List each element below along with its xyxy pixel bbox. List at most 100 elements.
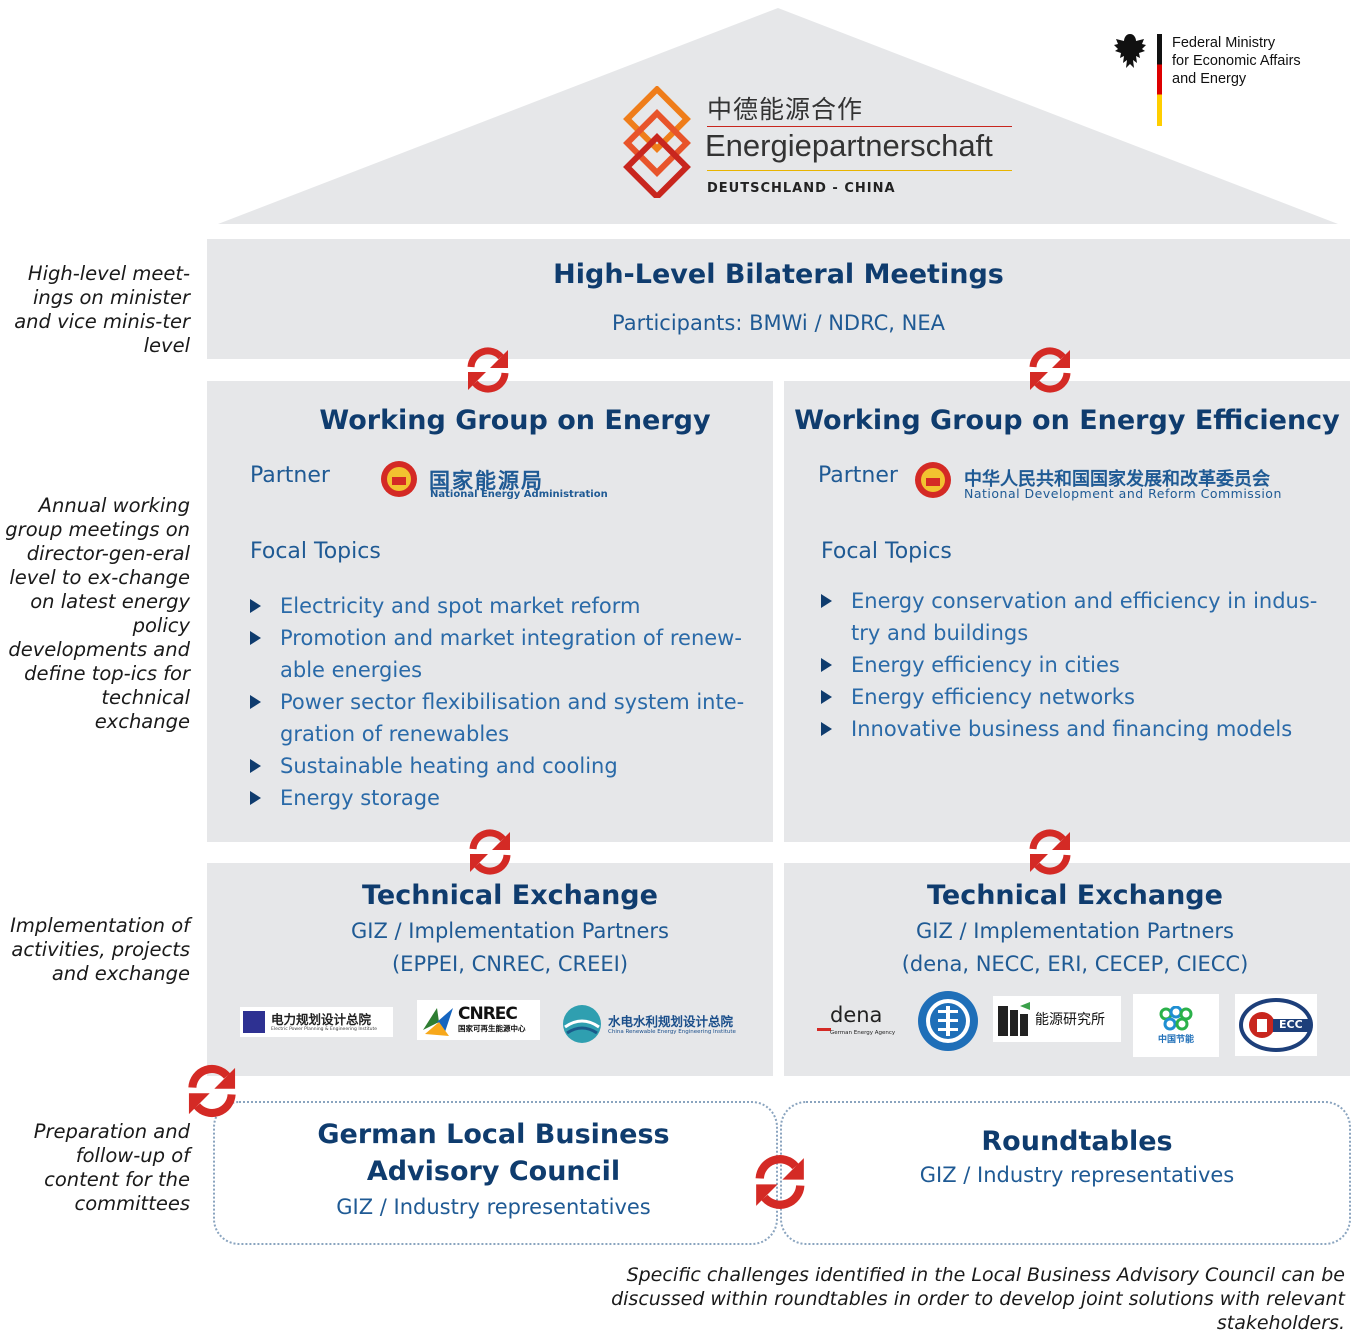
creei-chinese: 水电水利规划设计总院 xyxy=(608,1013,734,1029)
topic-item: Sustainable heating and cooling xyxy=(248,750,763,782)
bullet-triangle-icon xyxy=(821,690,832,704)
topic-text: Innovative business and financing models xyxy=(851,717,1293,741)
topic-item: Innovative business and financing models xyxy=(819,713,1339,745)
eri-logo: 能源研究所 xyxy=(993,996,1121,1042)
federal-ministry-logo: Federal Ministry for Economic Affairs an… xyxy=(1112,32,1352,128)
ndrc-chinese-name: 中华人民共和国国家发展和改革委员会 xyxy=(964,469,1270,490)
tech-right-title: Technical Exchange xyxy=(927,880,1223,911)
topic-item: Energy storage xyxy=(248,782,763,814)
topic-text: Power sector flexibilisation and system … xyxy=(280,690,745,746)
side-note-implementation: Implementation of activities, projects a… xyxy=(10,914,190,985)
advisory-title-line1: German Local Business xyxy=(317,1119,670,1150)
cycle-arrows-icon xyxy=(182,1061,242,1121)
bullet-triangle-icon xyxy=(821,722,832,736)
creei-english: China Renewable Energy Engineering Insti… xyxy=(608,1028,736,1035)
tech-exchange-right-panel: Technical Exchange GIZ / Implementation … xyxy=(784,863,1350,1076)
creei-logo: 水电水利规划设计总院 China Renewable Energy Engine… xyxy=(561,1002,761,1046)
wg-efficiency-partner-label: Partner xyxy=(818,463,898,488)
tech-left-title: Technical Exchange xyxy=(362,880,658,911)
advisory-sub: GIZ / Industry representatives xyxy=(336,1195,651,1219)
topic-item: Electricity and spot market reform xyxy=(248,590,763,622)
cycle-arrows-icon xyxy=(464,826,516,878)
wg-efficiency-topics: Energy conservation and efficiency in in… xyxy=(819,585,1339,745)
nea-chinese-name: 国家能源局 xyxy=(429,469,544,493)
nea-english-name: National Energy Administration xyxy=(430,489,608,500)
wg-efficiency-title: Working Group on Energy Efficiency xyxy=(794,405,1340,436)
house-roof xyxy=(218,8,1338,224)
topic-item: Energy conservation and efficiency in in… xyxy=(819,585,1339,649)
logo-chinese-text: 中德能源合作 xyxy=(707,95,864,124)
ndrc-english-name: National Development and Reform Commissi… xyxy=(964,486,1282,501)
roundtables-sub: GIZ / Industry representatives xyxy=(919,1163,1235,1187)
dena-logo: dena German Energy Agency xyxy=(814,1003,896,1043)
energiepartnerschaft-logo: 中德能源合作 Energiepartnerschaft DEUTSCHLAND … xyxy=(612,86,1022,206)
necc-logo-icon xyxy=(918,991,978,1051)
topic-item: Energy efficiency in cities xyxy=(819,649,1339,681)
high-level-title: High-Level Bilateral Meetings xyxy=(553,259,1004,290)
federal-eagle-icon xyxy=(1114,34,1146,68)
wg-energy-panel: Working Group on Energy Partner 国家能源局 Na… xyxy=(207,381,773,842)
ministry-line-1: Federal Ministry xyxy=(1172,35,1276,51)
logo-line-red xyxy=(707,126,1012,127)
cecep-logo: 中国节能 xyxy=(1133,994,1219,1057)
eppei-chinese: 电力规划设计总院 xyxy=(271,1011,372,1027)
cycle-arrows-icon xyxy=(749,1151,811,1213)
tech-left-partners: GIZ / Implementation Partners xyxy=(351,919,669,943)
german-flag-bar xyxy=(1157,34,1162,126)
topic-text: Energy efficiency networks xyxy=(851,685,1135,709)
tech-right-partner-list: (dena, NECC, ERI, CECEP, CIECC) xyxy=(901,952,1249,976)
topic-item: Promotion and market integration of rene… xyxy=(248,622,763,686)
advisory-title-line2: Advisory Council xyxy=(366,1156,621,1187)
cecep-chinese: 中国节能 xyxy=(1157,1035,1194,1045)
wg-efficiency-panel: Working Group on Energy Efficiency Partn… xyxy=(784,381,1350,842)
cnrec-mark-icon xyxy=(423,1008,453,1036)
china-emblem-icon xyxy=(915,462,951,498)
logo-main-text: Energiepartnerschaft xyxy=(705,128,993,163)
eri-mark-icon xyxy=(998,1002,1030,1036)
wg-efficiency-focal-label: Focal Topics xyxy=(821,539,952,564)
bullet-triangle-icon xyxy=(250,791,261,805)
side-note-preparation: Preparation and follow-up of content for… xyxy=(33,1120,190,1215)
eppei-english: Electric Power Planning & Engineering In… xyxy=(271,1026,378,1032)
roundtables-box: Roundtables GIZ / Industry representativ… xyxy=(780,1101,1351,1245)
wg-energy-partner-label: Partner xyxy=(250,463,330,488)
dena-name: dena xyxy=(830,1003,883,1027)
ministry-name: Federal Ministry for Economic Affairs an… xyxy=(1172,34,1301,88)
bullet-triangle-icon xyxy=(250,759,261,773)
wg-energy-title: Working Group on Energy xyxy=(319,405,711,436)
bullet-triangle-icon xyxy=(250,599,261,613)
ministry-line-3: and Energy xyxy=(1172,71,1247,87)
topic-text: Energy storage xyxy=(280,786,440,810)
high-level-participants: Participants: BMWi / NDRC, NEA xyxy=(612,311,945,335)
cnrec-chinese: 国家可再生能源中心 xyxy=(458,1024,526,1033)
china-emblem-icon xyxy=(381,461,417,497)
advisory-council-box: German Local Business Advisory Council G… xyxy=(213,1101,778,1245)
cnrec-logo: CNREC 国家可再生能源中心 xyxy=(417,1000,540,1040)
cycle-arrows-icon xyxy=(1024,344,1076,396)
ciecc-mark-icon xyxy=(1239,998,1313,1052)
eri-chinese: 能源研究所 xyxy=(1035,1012,1105,1028)
topic-text: Promotion and market integration of rene… xyxy=(280,626,742,682)
dena-sub: German Energy Agency xyxy=(830,1030,896,1036)
topic-text: Electricity and spot market reform xyxy=(280,594,641,618)
topic-text: Energy efficiency in cities xyxy=(851,653,1120,677)
topic-text: Sustainable heating and cooling xyxy=(280,754,618,778)
eppei-logo: 电力规划设计总院 Electric Power Planning & Engin… xyxy=(240,1007,393,1037)
wg-energy-focal-label: Focal Topics xyxy=(250,539,381,564)
dena-underline xyxy=(817,1028,831,1031)
topic-item: Power sector flexibilisation and system … xyxy=(248,686,763,750)
bullet-triangle-icon xyxy=(250,631,261,645)
creei-globe-icon xyxy=(563,1005,601,1043)
high-level-panel: High-Level Bilateral Meetings Participan… xyxy=(207,239,1350,359)
bullet-triangle-icon xyxy=(250,695,261,709)
topic-item: Energy efficiency networks xyxy=(819,681,1339,713)
cnrec-name: CNREC xyxy=(458,1004,518,1024)
tech-exchange-left-panel: Technical Exchange GIZ / Implementation … xyxy=(207,863,773,1076)
ministry-line-2: for Economic Affairs xyxy=(1172,53,1301,69)
diamond-logo-icon xyxy=(623,86,691,198)
side-note-annual: Annual working group meetings on directo… xyxy=(5,494,190,733)
footer-note: Specific challenges identified in the Lo… xyxy=(611,1264,1345,1334)
cecep-ring-icon xyxy=(1159,1006,1193,1031)
ciecc-name: ECC xyxy=(1279,1018,1303,1031)
